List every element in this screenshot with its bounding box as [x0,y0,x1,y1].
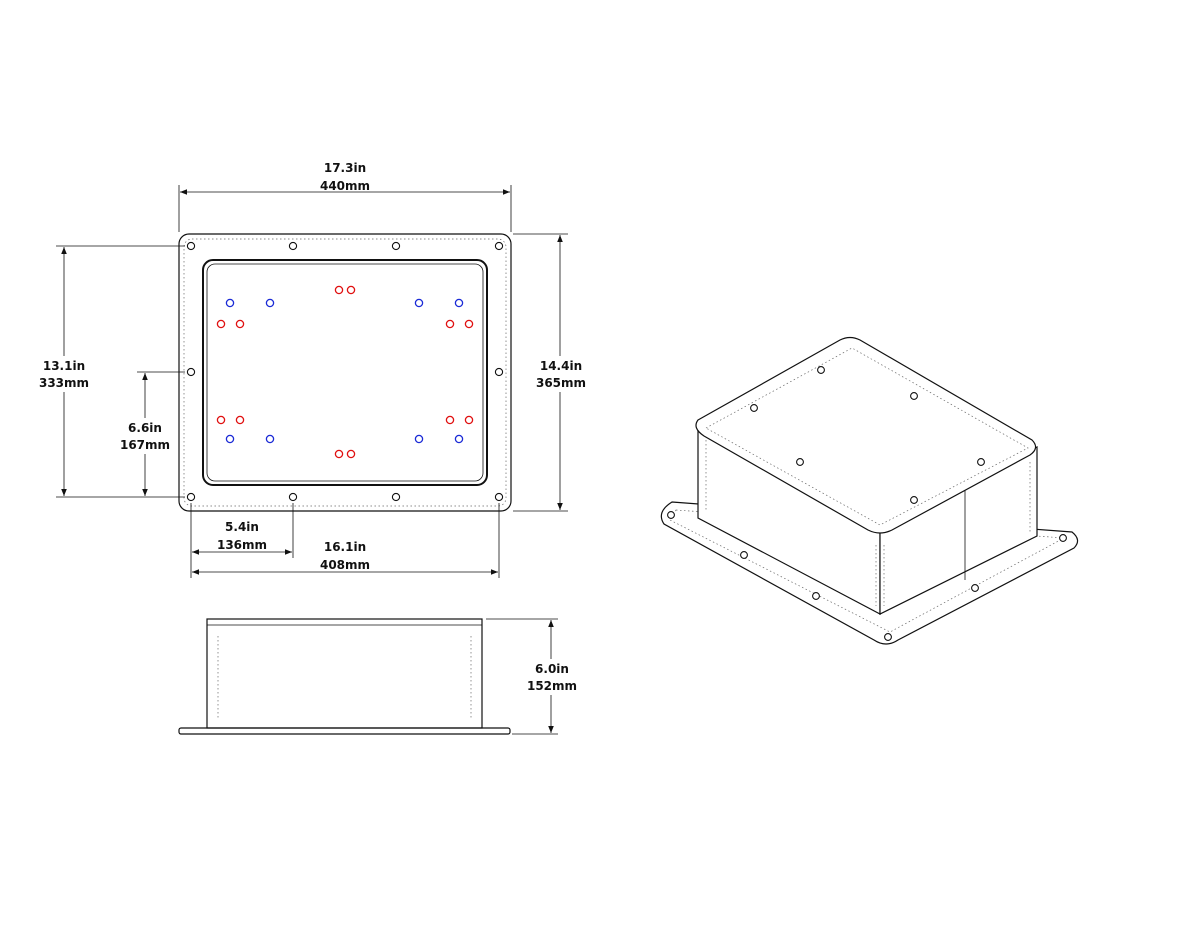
dim-outer-height: 14.4in 365mm [513,233,589,512]
blue-hole [454,434,464,444]
dim-hole-width: 16.1in 408mm [190,503,500,578]
flange-hole [391,492,401,502]
red-hole [235,319,245,329]
iso-top-hole [750,404,758,412]
iso-top-hole [910,496,918,504]
iso-flange-hole [667,511,675,519]
blue-hole [414,298,424,308]
blue-hole [414,434,424,444]
flange-dotted-edge [183,238,507,507]
red-hole [334,449,344,459]
iso-top-hole [977,458,985,466]
red-hole [235,415,245,425]
side-flange [178,727,511,735]
red-hole [334,285,344,295]
blue-hole [225,434,235,444]
flange-hole [186,367,196,377]
iso-flange-hole [971,584,979,592]
iso-top-face [695,336,1037,534]
flange-outline [178,233,512,512]
dim-depth-in: 6.0in [535,662,569,676]
inner-opening-outer [202,259,488,486]
blue-hole [265,298,275,308]
isometric-view [660,336,1079,645]
flange-holes [186,241,504,502]
dim-depth-mm: 152mm [527,679,577,693]
red-hole [445,415,455,425]
dim-hole-pitch-y-mm: 167mm [120,438,170,452]
blue-hole [225,298,235,308]
dim-hole-pitch-x: 5.4in 136mm [192,503,294,558]
dim-hole-height-in: 13.1in [43,359,85,373]
side-view: 6.0in 152mm [178,618,580,735]
red-hole [346,285,356,295]
red-hole [346,449,356,459]
iso-flange-hole [1059,534,1067,542]
dim-hole-width-in: 16.1in [324,540,366,554]
iso-top-hole [817,366,825,374]
dim-hole-height: 13.1in 333mm [36,245,185,498]
dim-outer-width-mm: 440mm [320,179,370,193]
dim-outer-height-in: 14.4in [540,359,582,373]
iso-top-hole [796,458,804,466]
red-hole [464,415,474,425]
flange-hole [494,367,504,377]
flange-hole [288,241,298,251]
dim-outer-width: 17.3in 440mm [178,161,512,232]
dim-hole-pitch-y: 6.6in 167mm [118,371,185,496]
inner-opening-inner [206,263,484,482]
iso-top-hole [910,392,918,400]
side-body [206,618,483,729]
top-view: 17.3in 440mm 16.1in 408mm 5.4in 136mm 13… [36,161,589,578]
dim-hole-width-mm: 408mm [320,558,370,572]
dim-hole-height-mm: 333mm [39,376,89,390]
iso-flange-hole [812,592,820,600]
blue-hole [454,298,464,308]
red-hole [216,415,226,425]
red-hole [216,319,226,329]
blue-holes [225,298,464,444]
dim-outer-height-mm: 365mm [536,376,586,390]
dim-depth: 6.0in 152mm [486,618,580,735]
dim-hole-pitch-x-mm: 136mm [217,538,267,552]
flange-hole [186,492,196,502]
flange-hole [494,241,504,251]
flange-hole [186,241,196,251]
iso-flange [660,501,1079,645]
red-hole [445,319,455,329]
blue-hole [265,434,275,444]
red-hole [464,319,474,329]
flange-hole [391,241,401,251]
dim-hole-pitch-x-in: 5.4in [225,520,259,534]
dim-hole-pitch-y-in: 6.6in [128,421,162,435]
flange-hole [494,492,504,502]
iso-flange-hole [740,551,748,559]
dim-outer-width-in: 17.3in [324,161,366,175]
iso-flange-hole [884,633,892,641]
flange-hole [288,492,298,502]
red-holes [216,285,474,459]
